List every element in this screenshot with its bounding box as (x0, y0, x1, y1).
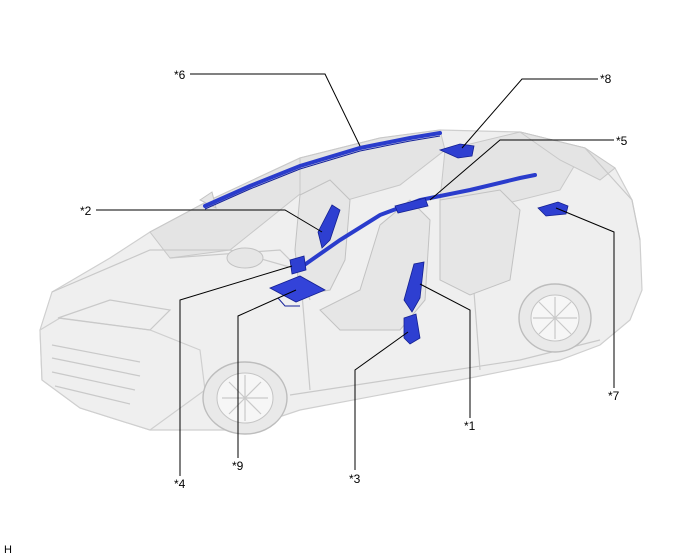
rear-window (519, 131, 616, 181)
corner-mark: H (4, 544, 12, 556)
callout-5: *5 (616, 134, 628, 148)
leader-6 (190, 73, 361, 147)
curtain-shield-airbag-left (203, 131, 442, 208)
mat-harness (277, 297, 300, 307)
leader-5 (429, 139, 614, 201)
leader-4 (179, 265, 293, 476)
headlight (57, 299, 172, 331)
occupant-detection-mat (269, 275, 326, 303)
rear-wheel (518, 283, 592, 353)
rear-seat (439, 189, 521, 296)
leader-8 (461, 78, 598, 149)
leader-lines (96, 73, 615, 476)
rear-side-component-lower (537, 201, 569, 217)
vehicle-illustration (39, 129, 643, 435)
leader-3 (354, 331, 409, 470)
callout-7: *7 (608, 389, 620, 403)
callout-8: *8 (600, 72, 612, 86)
front-sensor-driver (289, 255, 307, 275)
callout-labels: *6 *8 *5 *2 *7 *1 *9 *3 *4 (80, 68, 628, 491)
front-seat-side-airbag-driver (317, 204, 341, 249)
callout-3: *3 (349, 472, 361, 486)
rear-side-component-upper (438, 143, 475, 159)
leader-1 (419, 283, 471, 418)
front-seat-side-airbag-passenger (403, 261, 425, 313)
steering-wheel (226, 247, 264, 269)
grille-slats (51, 344, 141, 405)
curtain-inflator-right (394, 197, 429, 214)
callout-6: *6 (174, 68, 186, 82)
trunk-line (584, 147, 641, 241)
leader-9 (237, 289, 297, 458)
callout-2: *2 (80, 204, 92, 218)
curtain-shield-airbag-left-edge (204, 135, 441, 210)
leader-7 (555, 207, 615, 388)
leader-2 (96, 209, 323, 233)
airbag-components (203, 131, 569, 345)
front-wheel (202, 361, 288, 435)
callout-9: *9 (232, 459, 244, 473)
callout-4: *4 (174, 477, 186, 491)
callout-1: *1 (464, 419, 476, 433)
